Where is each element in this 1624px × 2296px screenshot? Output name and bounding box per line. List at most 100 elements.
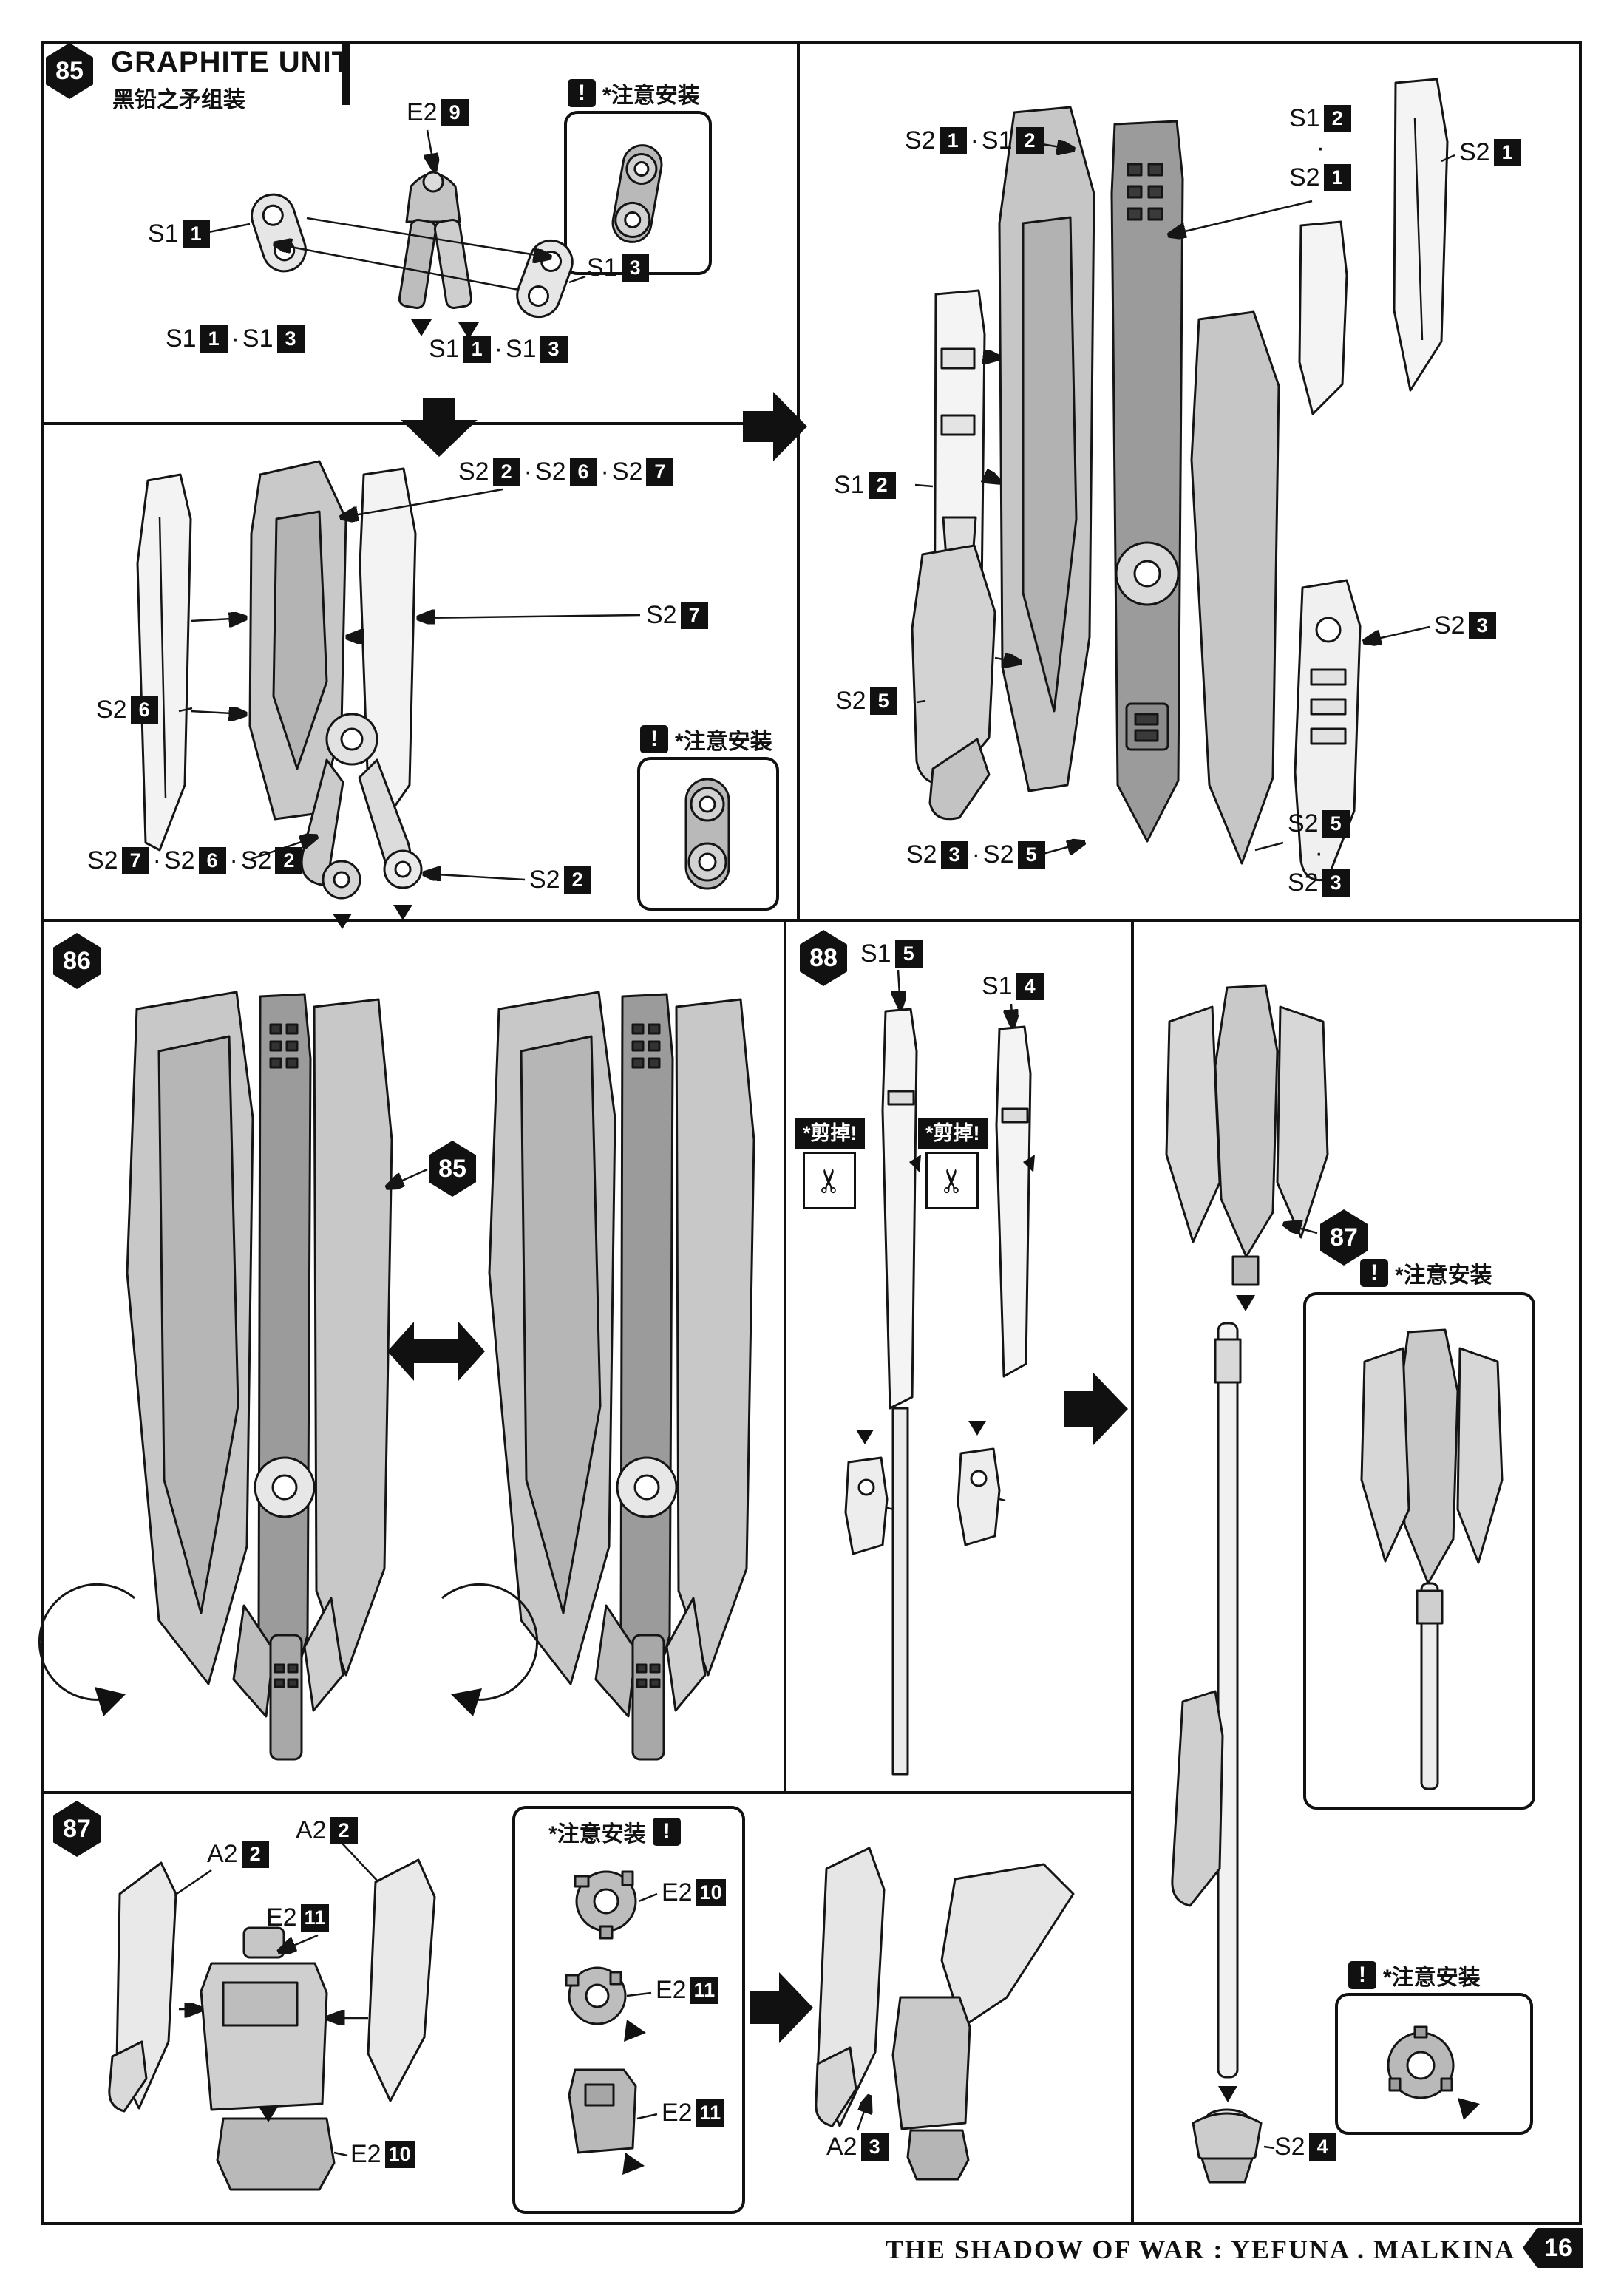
part-number-chip: 7 <box>680 601 708 629</box>
part-number-chip: 11 <box>300 1903 330 1932</box>
part-number-chip: 3 <box>540 335 568 363</box>
exclamation-icon: ! <box>652 1818 681 1846</box>
part-number-chip: 4 <box>1016 972 1044 1000</box>
part-number-chip: 2 <box>492 458 520 486</box>
cutter-box-2: ✂ <box>925 1152 979 1209</box>
part-code: E2 <box>662 1878 693 1906</box>
step-badge-88: 88 <box>800 930 847 986</box>
part-code: S2 <box>646 601 677 629</box>
page-subtitle: 黑铅之矛组装 <box>112 88 245 112</box>
cutter-box-1: ✂ <box>803 1152 856 1209</box>
step-badge-87: 87 <box>1320 1209 1368 1266</box>
panel-divider <box>1131 922 1134 2225</box>
cut-warning-label-2: *剪掉! <box>918 1118 988 1149</box>
part-code: S2 <box>458 458 489 486</box>
part-code: S2 <box>611 458 643 486</box>
part-number-chip: 3 <box>276 325 305 353</box>
warning-text: *注意安装 <box>1383 1966 1481 1990</box>
step-badge-87: 87 <box>53 1801 101 1857</box>
warning-text: *注意安装 <box>548 1822 646 1847</box>
part-code: S2 <box>906 840 937 869</box>
warning-text: *注意安装 <box>675 730 772 754</box>
exclamation-icon: ! <box>1348 1961 1376 1989</box>
part-code: S1 <box>242 325 274 353</box>
part-number-chip: 2 <box>868 471 896 499</box>
part-code: S2 <box>982 840 1014 869</box>
part-code: A2 <box>296 1816 327 1844</box>
part-code: · <box>600 458 609 486</box>
panel-divider <box>784 922 786 1794</box>
part-number-chip: 1 <box>463 335 491 363</box>
part-code: · <box>494 335 503 363</box>
part-number-chip: 2 <box>1323 104 1351 132</box>
part-number-chip: 5 <box>869 687 897 715</box>
part-code: S1 <box>166 325 197 353</box>
part-code: S2 <box>1459 138 1490 166</box>
step-badge-86: 86 <box>53 933 101 989</box>
part-number-chip: 9 <box>441 98 469 126</box>
part-number-chip: 6 <box>569 458 597 486</box>
part-number-chip: 2 <box>563 866 591 894</box>
panel-divider <box>41 1791 1134 1794</box>
warning-install-header-4: ! *注意安装 <box>1348 1959 1481 1991</box>
warning-text: *注意安装 <box>1395 1263 1492 1288</box>
part-code: S2 <box>87 846 118 874</box>
part-code: S1 <box>1289 104 1320 132</box>
warning-install-header-3: ! *注意安装 <box>1360 1257 1492 1289</box>
part-number-chip: 10 <box>384 2140 415 2168</box>
part-code: · <box>970 126 979 154</box>
part-code: S2 <box>1434 611 1465 639</box>
part-number-chip: 2 <box>241 1840 269 1868</box>
step-badge-85: 85 <box>46 43 93 99</box>
part-code: S2 <box>1289 163 1320 191</box>
part-code: S2 <box>835 687 866 715</box>
exclamation-icon: ! <box>640 725 668 753</box>
part-number-chip: 11 <box>696 2099 725 2127</box>
warning-install-header-1: ! *注意安装 <box>568 77 700 109</box>
part-code: E2 <box>350 2140 381 2168</box>
part-code: E2 <box>662 2099 693 2127</box>
part-code: S1 <box>587 254 618 282</box>
panel-divider <box>797 41 800 922</box>
part-number-chip: 7 <box>121 846 149 874</box>
page-number: 16 <box>1523 2228 1583 2268</box>
page-frame <box>41 41 1582 2225</box>
part-code: E2 <box>407 98 438 126</box>
part-number-chip: 1 <box>200 325 228 353</box>
part-number-chip: 4 <box>1308 2133 1336 2161</box>
part-code: S1 <box>505 335 537 363</box>
part-code: · <box>152 846 161 874</box>
part-number-chip: 3 <box>621 254 649 282</box>
part-code: S2 <box>96 696 127 724</box>
part-code: S2 <box>529 866 560 894</box>
part-code: · <box>229 846 238 874</box>
step-badge-85: 85 <box>429 1141 476 1197</box>
part-code: · <box>1316 134 1325 162</box>
part-code: S1 <box>834 471 865 499</box>
exclamation-icon: ! <box>1360 1259 1388 1287</box>
part-code: S1 <box>148 220 179 248</box>
part-number-chip: 1 <box>939 126 967 154</box>
footer-title: THE SHADOW OF WAR : YEFUNA . MALKINA <box>885 2235 1515 2264</box>
page-title: GRAPHITE UNIT <box>111 46 351 78</box>
part-code: · <box>231 325 239 353</box>
part-number-chip: 7 <box>646 458 674 486</box>
part-number-chip: 11 <box>690 1976 719 2004</box>
panel-divider <box>41 919 1582 922</box>
warning-install-header-5: *注意安装 ! <box>548 1816 681 1848</box>
